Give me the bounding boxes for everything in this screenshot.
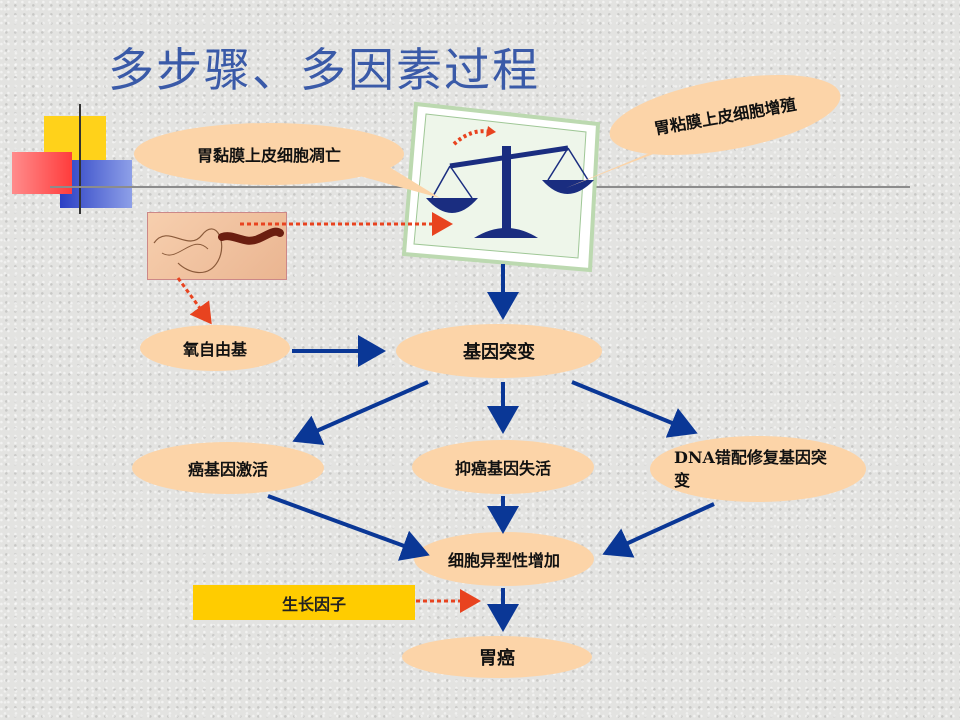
growth-factor-box: 生长因子 [193, 585, 415, 620]
node-tumor-suppressor-inactivation: 抑癌基因失活 [412, 440, 594, 494]
node-oncogene-activation: 癌基因激活 [132, 442, 324, 494]
decor-vertical-line [79, 104, 81, 214]
arrow-mutation-to-oncogene [292, 380, 429, 445]
node-gene-mutation: 基因突变 [396, 324, 602, 378]
node-gastric-cancer: 胃癌 [402, 636, 592, 678]
arrow-oncogene-to-atypia [267, 494, 430, 561]
decor-blue-square [60, 160, 132, 208]
dotted-arrow-bacteria-to-radicals [176, 277, 212, 325]
node-cell-atypia-increase: 细胞异型性增加 [414, 532, 594, 586]
node-dna-repair-gene-mutation: DNA错配修复基因突变 [650, 436, 866, 502]
page-title: 多步骤、多因素过程 [108, 43, 540, 97]
arrow-mutation-to-dna-repair [571, 380, 698, 438]
node-apoptosis: 胃黏膜上皮细胞凋亡 [134, 123, 404, 185]
arrow-dna-repair-to-atypia [602, 502, 715, 558]
node-oxygen-radicals: 氧自由基 [140, 325, 290, 371]
